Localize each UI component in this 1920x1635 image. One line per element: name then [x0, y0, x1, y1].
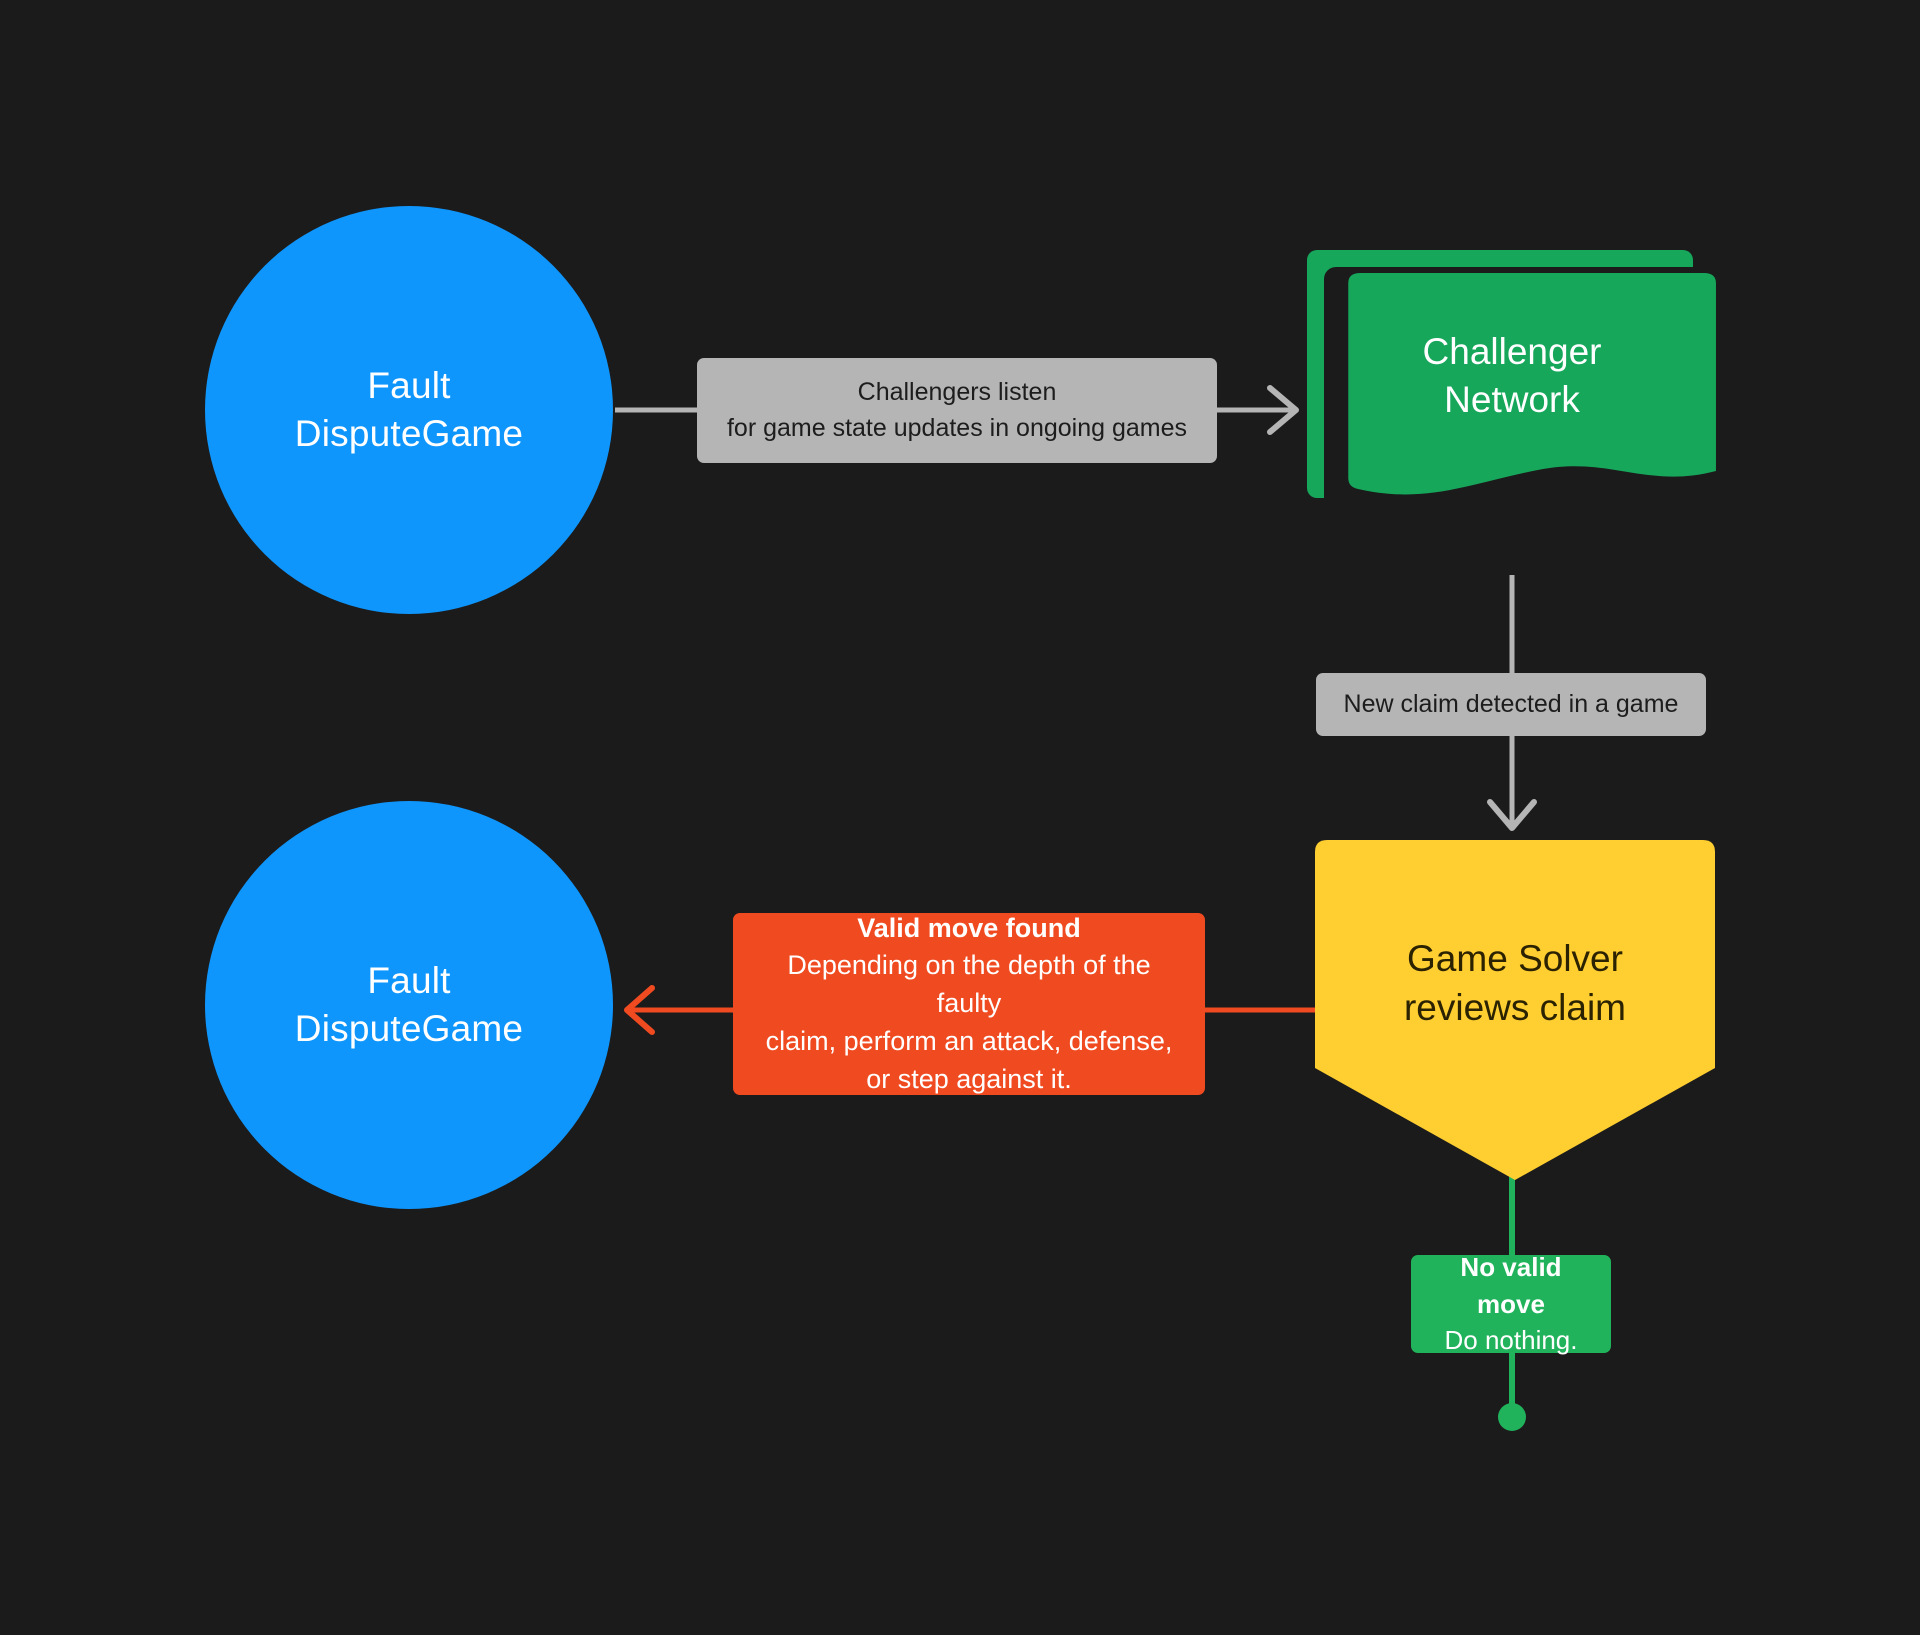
edge-label-valid-move-body: Depending on the depth of the faulty cla…	[765, 950, 1173, 1094]
node-label-fault-dispute-game-top: Fault DisputeGame	[294, 364, 524, 454]
document-front-sheet	[1330, 273, 1716, 495]
node-label-fault-dispute-game-bottom: Fault DisputeGame	[294, 959, 524, 1049]
pentagon-shape	[1315, 840, 1715, 1180]
edge-label-new-claim-text: New claim detected in a game	[1343, 689, 1679, 718]
node-challenger-network[interactable]: Challenger Network	[1307, 250, 1717, 520]
terminal-dot	[1498, 1403, 1526, 1431]
node-label-challenger-network: Challenger Network	[1422, 330, 1602, 420]
edge-label-valid-move-found[interactable]: Valid move found Depending on the depth …	[733, 913, 1205, 1095]
edge-label-listen-line-2: for game state updates in ongoing games	[726, 413, 1188, 442]
edge-label-valid-move-heading: Valid move found	[857, 912, 1081, 943]
edge-label-challengers-listen[interactable]: Challengers listen for game state update…	[697, 358, 1217, 463]
node-fault-dispute-game-top[interactable]: Fault DisputeGame	[205, 206, 613, 614]
edge-label-no-valid-move-body: Do nothing.	[1444, 1325, 1578, 1356]
edge-label-listen-line-1: Challengers listen	[857, 378, 1057, 406]
node-fault-dispute-game-bottom[interactable]: Fault DisputeGame	[205, 801, 613, 1209]
edge-label-new-claim-detected[interactable]: New claim detected in a game	[1316, 673, 1706, 736]
edge-label-no-valid-move-heading: No valid move	[1460, 1252, 1562, 1319]
edge-label-no-valid-move[interactable]: No valid move Do nothing.	[1411, 1252, 1611, 1355]
node-game-solver[interactable]: Game Solver reviews claim	[1315, 840, 1715, 1180]
node-label-game-solver: Game Solver reviews claim	[1403, 938, 1627, 1028]
